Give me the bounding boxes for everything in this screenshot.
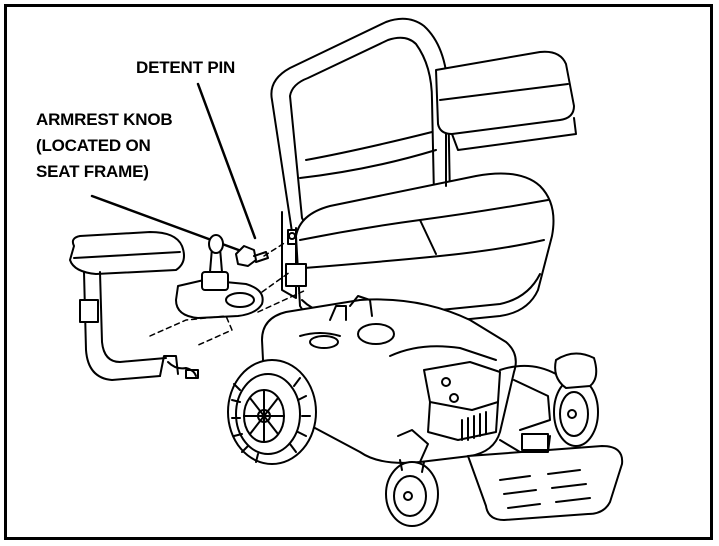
drive-wheel-left xyxy=(227,359,317,465)
armrest-knob xyxy=(235,245,269,267)
armrest-knob-label-line2: (LOCATED ON xyxy=(36,136,151,155)
power-base xyxy=(261,295,581,464)
left-armrest-detached xyxy=(69,231,264,381)
drive-wheel-right xyxy=(553,352,599,447)
seat-frame xyxy=(281,211,393,351)
armrest-knob-label-line1: ARMREST KNOB xyxy=(36,110,173,129)
right-armrest xyxy=(435,50,577,187)
caster-wheel-front-left xyxy=(385,429,439,527)
detent-pin-label: DETENT PIN xyxy=(136,58,236,77)
detent-pin-leader-line xyxy=(196,82,257,240)
alignment-lines xyxy=(149,241,307,347)
footplate xyxy=(467,433,624,521)
armrest-knob-label-line3: SEAT FRAME) xyxy=(36,162,149,181)
